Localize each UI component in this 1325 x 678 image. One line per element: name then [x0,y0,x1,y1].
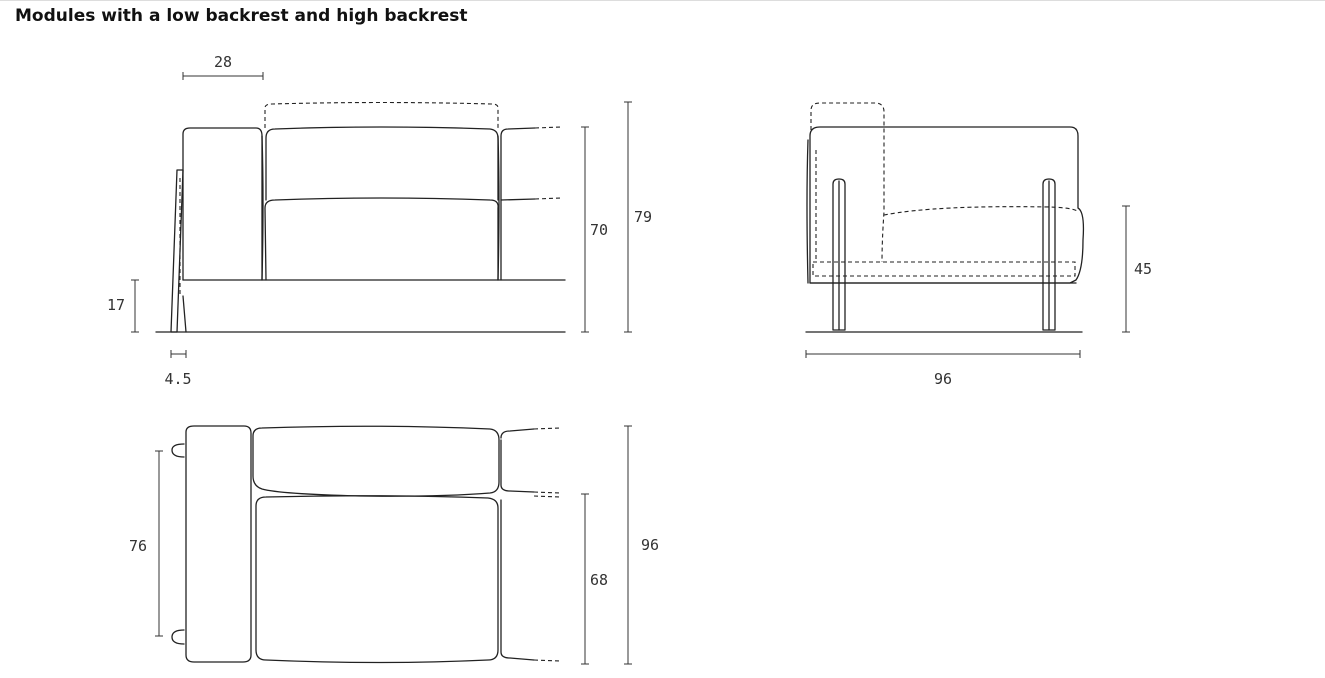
side-body-outline [809,126,1085,284]
side-leg-front [832,178,846,331]
side-view [805,102,1085,333]
top-foot-top [171,443,185,458]
top-view [171,425,561,664]
front-leg [170,169,184,333]
top-next-module [500,428,535,661]
dim-high-backrest-height: 79 [634,208,652,226]
front-dimensions: 28 17 4.5 70 79 [107,53,652,388]
top-foot-bottom [171,629,185,645]
front-next-mid-dashed [534,197,563,200]
dim-front-seat-height: 17 [107,296,125,314]
side-high-backrest-dashed [810,102,885,263]
front-next-module [500,127,536,281]
front-armrest [182,127,263,281]
top-next-dashed-3 [533,495,561,498]
dim-armrest-length: 76 [129,537,147,555]
side-seat-top-dashed [883,206,1079,216]
top-seat-cushion [255,495,499,664]
top-next-dashed-2 [533,491,561,494]
front-gap-right [497,135,500,281]
side-back-edge [806,139,809,284]
front-next-mid [500,198,536,201]
dim-seat-depth: 68 [590,571,608,589]
dim-foot: 4.5 [164,370,191,388]
top-rule [0,0,1325,1]
top-next-dashed-1 [533,427,561,430]
front-backrest-low [265,126,499,201]
side-leg-rear [1042,178,1056,331]
top-dimensions: 76 68 96 [129,425,659,665]
front-gap-left [261,135,264,281]
front-view [155,101,566,333]
dim-side-seat-height: 45 [1134,260,1152,278]
dim-low-backrest-height: 70 [590,221,608,239]
side-dimensions: 45 96 [805,205,1152,388]
front-base-diag [182,295,187,333]
top-backrest-cushion [252,425,500,497]
front-backrest-high-dashed [264,101,499,128]
front-next-top-dashed [534,126,563,129]
dim-total-depth: 96 [641,536,659,554]
dim-side-depth: 96 [934,370,952,388]
top-next-dashed-4 [533,659,561,662]
dim-armrest-width: 28 [214,53,232,71]
front-seat-cushion [264,197,499,281]
side-seat-rail-dashed [812,261,1076,277]
top-armrest [185,425,252,663]
page-title: Modules with a low backrest and high bac… [15,6,468,26]
